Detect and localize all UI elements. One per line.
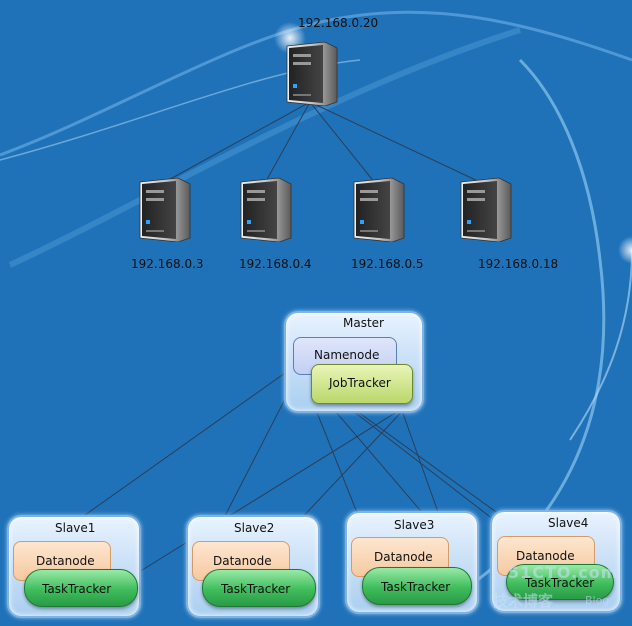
tasktracker-box: TaskTracker [24,569,138,607]
top-server-ip: 192.168.0.20 [298,16,379,30]
tasktracker-label: TaskTracker [221,582,291,596]
slave-node: Slave2 Datanode TaskTracker [186,515,320,618]
tasktracker-box: TaskTracker [362,567,472,605]
slave-title: Slave2 [234,521,275,535]
tasktracker-box: TaskTracker [506,564,614,600]
master-title: Master [343,316,384,330]
jobtracker-box: JobTracker [311,364,413,404]
server-icon [240,177,292,242]
tasktracker-box: TaskTracker [202,569,316,607]
slave-node: Slave4 Datanode TaskTracker [490,510,622,613]
server-icon [286,41,338,106]
watermark-text: 技术博客 [493,592,554,610]
server-icon [460,177,512,242]
watermark-blog: Blog [585,594,610,607]
server-ip: 192.168.0.4 [239,257,312,271]
watermark-logo: 51CTO.com [508,563,619,582]
slave-title: Slave1 [55,521,96,535]
slave-title: Slave4 [548,516,589,530]
slave-node: Slave1 Datanode TaskTracker [7,515,141,618]
server-icon [139,177,191,242]
datanode-label: Datanode [516,549,575,563]
tasktracker-label: TaskTracker [525,576,595,590]
datanode-label: Datanode [36,554,95,568]
slave-node: Slave3 Datanode TaskTracker [345,511,479,614]
datanode-label: Datanode [213,554,272,568]
tasktracker-label: TaskTracker [381,580,451,594]
server-ip: 192.168.0.18 [478,257,559,271]
server-ip: 192.168.0.5 [351,257,424,271]
master-node: Master Namenode JobTracker [284,311,424,413]
tasktracker-label: TaskTracker [42,582,112,596]
server-icon [353,177,405,242]
datanode-label: Datanode [374,550,433,564]
namenode-label: Namenode [314,348,380,362]
slave-title: Slave3 [394,518,435,532]
jobtracker-label: JobTracker [329,376,391,390]
server-ip: 192.168.0.3 [131,257,204,271]
